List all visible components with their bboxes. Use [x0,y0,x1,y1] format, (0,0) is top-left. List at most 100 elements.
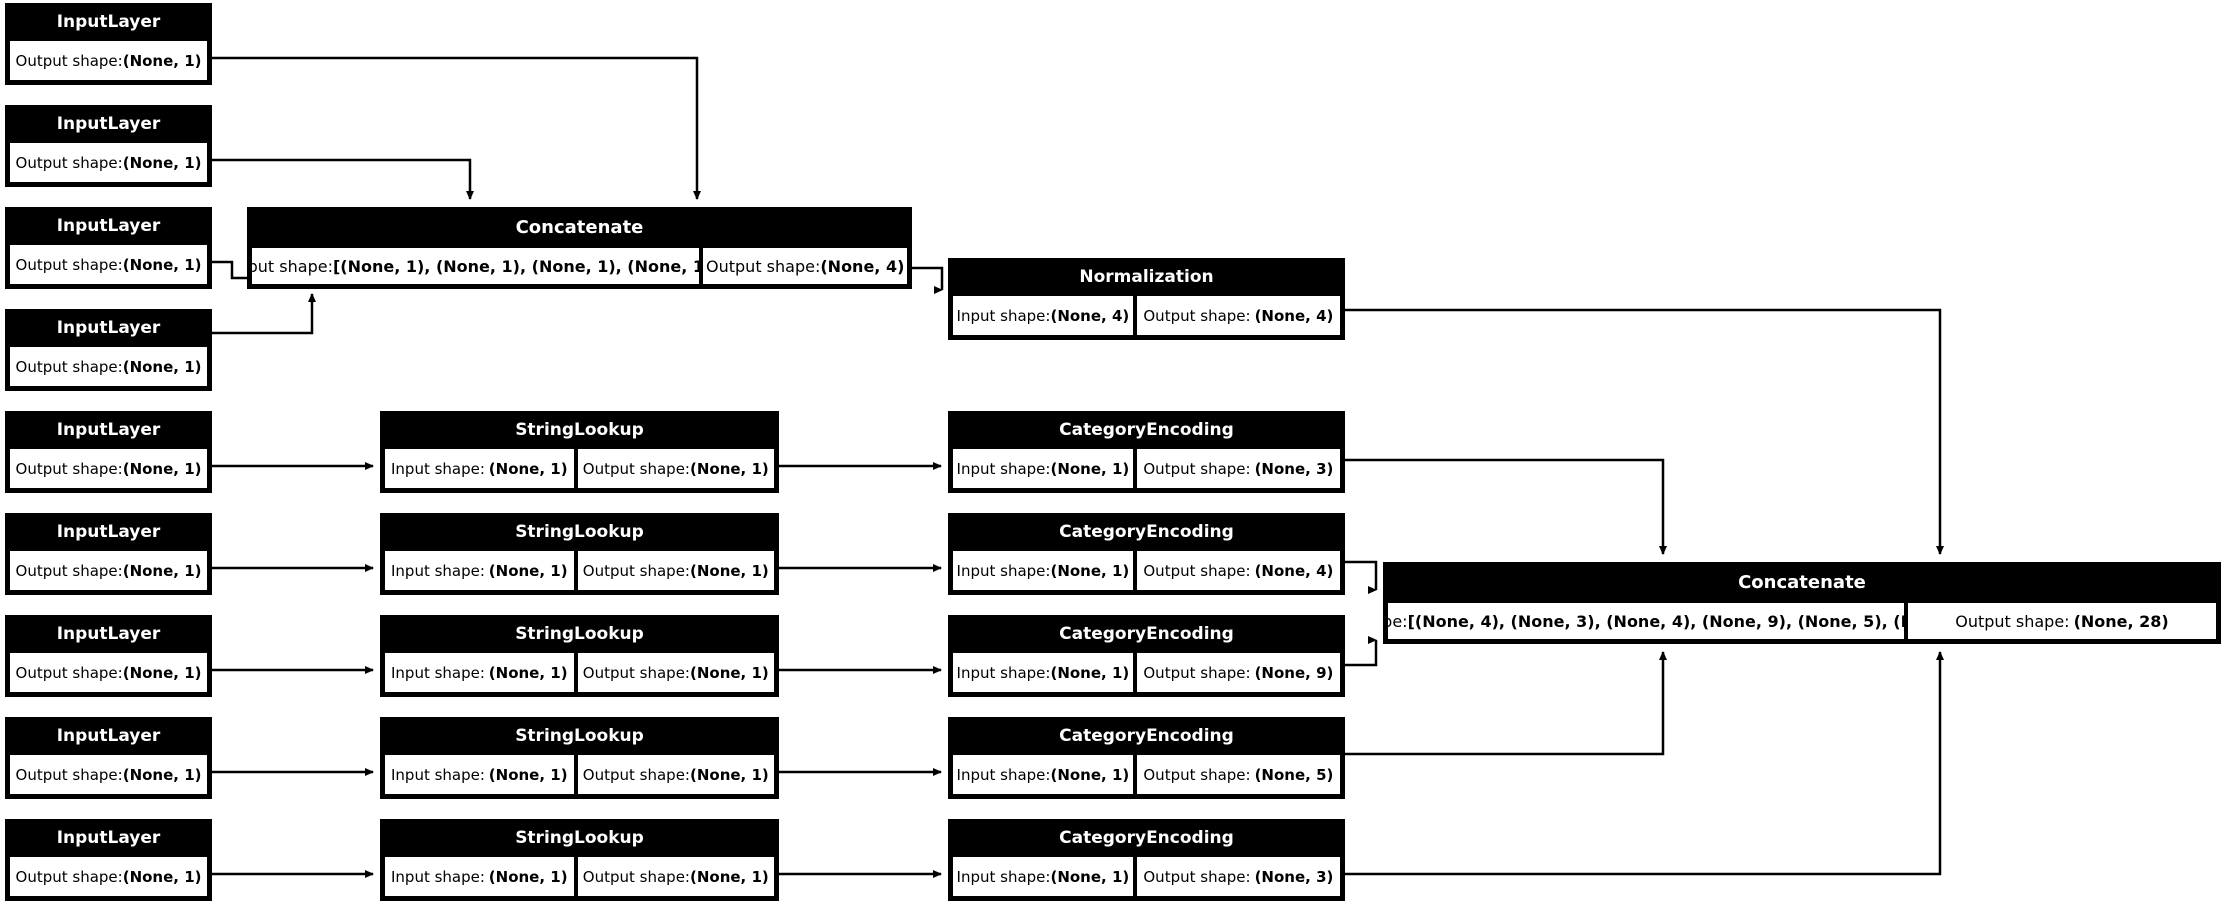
input-shape-label: Input shape: [391,765,485,784]
node-output-shape-cell: Output shape:(None, 5) [1134,753,1342,796]
node-title: StringLookup [383,516,776,549]
node-title: CategoryEncoding [951,720,1342,753]
input-shape-label: Input shape: [1388,611,1408,631]
output-shape-label: Output shape: [15,357,123,376]
node-input-shape-cell: Input shape:(None, 1) [951,753,1135,796]
node-title: StringLookup [383,822,776,855]
output-shape-label: Output shape: [1143,561,1251,580]
node-title: InputLayer [8,210,209,243]
node-output-shape-cell: Output shape:(None, 1) [575,447,776,490]
node-body: Input shape:[(None, 4), (None, 3), (None… [1386,601,2218,641]
output-shape-value: (None, 1) [689,867,769,886]
node-body: Input shape:(None, 1)Output shape:(None,… [383,447,776,490]
output-shape-label: Output shape: [15,51,123,70]
input-shape-label: Input shape: [956,306,1051,325]
node-output-shape-cell: Output shape:(None, 4) [1134,294,1342,337]
input-shape-label: Input shape: [391,561,485,580]
node-output-shape-cell: Output shape:(None, 1) [575,549,776,592]
input-shape-label: Input shape: [391,663,485,682]
output-shape-value: (None, 1) [122,357,202,376]
node-output-shape-cell: Output shape:(None, 28) [1906,601,2218,641]
node-title: InputLayer [8,6,209,39]
node-title: InputLayer [8,108,209,141]
output-shape-label: Output shape: [706,256,821,276]
node-output-shape-cell: Output shape:(None, 1) [8,447,209,490]
input-shape-value: [(None, 1), (None, 1), (None, 1), (None,… [332,256,702,276]
edge-ce3-to-cat2 [1345,639,1380,667]
node-body: Output shape:(None, 1) [8,447,209,490]
node-output-shape-cell: Output shape:(None, 1) [8,753,209,796]
node-body: Input shape:(None, 1)Output shape:(None,… [951,549,1342,592]
node-concatenate-cat2[interactable]: ConcatenateInput shape:[(None, 4), (None… [1383,562,2221,644]
node-title: StringLookup [383,414,776,447]
node-body: Input shape:(None, 1)Output shape:(None,… [383,855,776,898]
node-body: Input shape:(None, 1)Output shape:(None,… [383,753,776,796]
node-concatenate-cat1[interactable]: ConcatenateInput shape:[(None, 1), (None… [247,207,912,289]
input-shape-value: (None, 1) [1050,459,1130,478]
node-title: InputLayer [8,312,209,345]
node-output-shape-cell: Output shape:(None, 9) [1134,651,1342,694]
output-shape-label: Output shape: [582,765,690,784]
output-shape-value: (None, 3) [1254,459,1334,478]
node-input-shape-cell: Input shape:[(None, 1), (None, 1), (None… [250,246,702,286]
output-shape-value: (None, 3) [1254,867,1334,886]
node-body: Output shape:(None, 1) [8,549,209,592]
output-shape-value: (None, 1) [122,153,202,172]
node-input-shape-cell: Input shape:(None, 1) [951,651,1135,694]
output-shape-value: (None, 4) [820,256,905,276]
node-output-shape-cell: Output shape:(None, 3) [1134,855,1342,898]
node-output-shape-cell: Output shape:(None, 1) [575,753,776,796]
node-body: Input shape:(None, 1)Output shape:(None,… [951,447,1342,490]
node-output-shape-cell: Output shape:(None, 1) [8,855,209,898]
node-title: CategoryEncoding [951,516,1342,549]
node-title: CategoryEncoding [951,618,1342,651]
output-shape-value: (None, 4) [1254,306,1334,325]
node-output-shape-cell: Output shape:(None, 1) [8,243,209,286]
edge-in4-to-cat1 [212,293,316,335]
node-input-shape-cell: Input shape:(None, 1) [951,549,1135,592]
node-title: Normalization [951,261,1342,294]
output-shape-label: Output shape: [15,153,123,172]
node-title: Concatenate [250,210,909,246]
node-title: Concatenate [1386,565,2218,601]
edge-in1-to-cat1 [212,56,701,200]
output-shape-label: Output shape: [1143,867,1251,886]
node-title: InputLayer [8,516,209,549]
node-title: CategoryEncoding [951,822,1342,855]
output-shape-value: (None, 1) [122,255,202,274]
node-body: Input shape:(None, 1)Output shape:(None,… [951,753,1342,796]
node-title: StringLookup [383,720,776,753]
node-title: InputLayer [8,822,209,855]
output-shape-label: Output shape: [15,867,123,886]
node-output-shape-cell: Output shape:(None, 3) [1134,447,1342,490]
output-shape-label: Output shape: [1143,765,1251,784]
output-shape-label: Output shape: [582,663,690,682]
output-shape-value: (None, 1) [122,867,202,886]
output-shape-label: Output shape: [15,255,123,274]
edge-ce5-to-cat2 [1345,651,1944,876]
node-body: Input shape:[(None, 1), (None, 1), (None… [250,246,909,286]
output-shape-label: Output shape: [582,459,690,478]
input-shape-value: (None, 1) [1050,663,1130,682]
output-shape-value: (None, 1) [122,765,202,784]
